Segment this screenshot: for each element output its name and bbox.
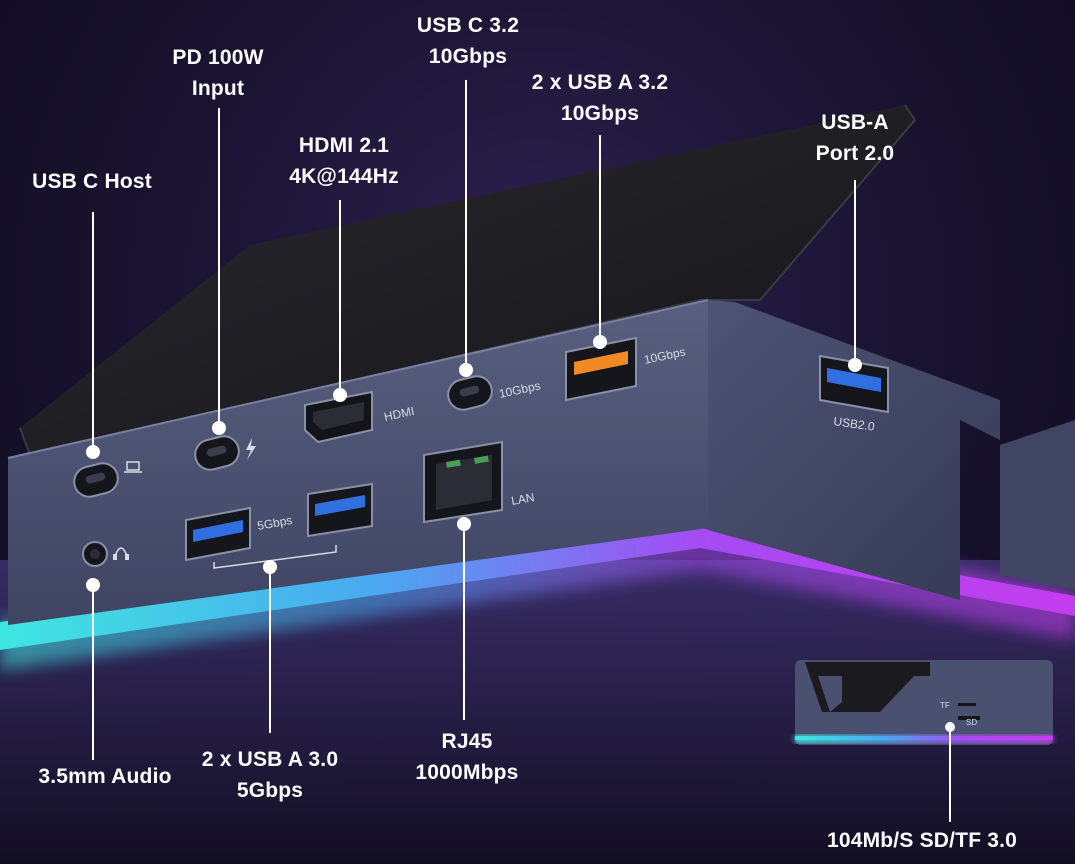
callout-usb-c-host: USB C Host [32, 166, 152, 197]
callout-sd-tf: 104Mb/S SD/TF 3.0 [827, 825, 1017, 856]
led-glow-strip [0, 528, 1075, 650]
laptop-icon [124, 461, 142, 473]
tf-slot-label: TF [940, 701, 950, 710]
callout-usb-c-host-line1: USB C Host [32, 170, 152, 193]
callout-lines [92, 80, 951, 822]
callout-usb-a-20: USB-A Port 2.0 [816, 107, 895, 169]
callout-usb-a-32-line1: 2 x USB A 3.2 [531, 71, 669, 94]
dock-extension [1000, 420, 1075, 590]
callout-pd-input-line2: Input [191, 77, 245, 100]
lan-port-label: LAN [510, 490, 535, 508]
callout-usb-a-32-line2: 10Gbps [560, 102, 640, 125]
callout-usb-c-32-line1: USB C 3.2 [416, 14, 520, 37]
callout-usb-a-30-line1: 2 x USB A 3.0 [201, 748, 339, 771]
callout-audio: 3.5mm Audio [38, 761, 171, 792]
dock-side-panel [708, 300, 1000, 600]
callout-usb-c-32: USB C 3.2 10Gbps [417, 10, 519, 72]
callout-pd-input: PD 100W Input [172, 42, 263, 104]
callout-sd-tf-line1: 104Mb/S SD/TF 3.0 [826, 829, 1018, 852]
usb-c-32-port[interactable] [445, 373, 495, 413]
callout-rj45-line2: 1000Mbps [415, 761, 519, 784]
dock-lid-edge [19, 104, 917, 457]
usb-a-32-port[interactable] [565, 336, 637, 402]
dock-front-edge [7, 299, 709, 459]
callout-hdmi-line2: 4K@144Hz [289, 165, 399, 188]
inset-thumbnail: TF SD [795, 660, 1053, 745]
sd-slot-label: SD [966, 718, 977, 727]
callout-hdmi-line1: HDMI 2.1 [298, 134, 390, 157]
usb-c-host-port[interactable] [71, 460, 121, 500]
callout-usb-a-30: 2 x USB A 3.0 5Gbps [202, 744, 338, 806]
sd-slot[interactable] [958, 716, 980, 720]
callout-usb-a-30-line2: 5Gbps [236, 779, 304, 802]
usb30-bracket [213, 545, 337, 569]
dock-lid [20, 105, 915, 455]
tf-slot[interactable] [958, 703, 976, 706]
lightning-icon [246, 438, 256, 460]
callout-rj45: RJ45 1000Mbps [415, 726, 518, 788]
callout-usb-c-32-line2: 10Gbps [428, 45, 508, 68]
callout-audio-line1: 3.5mm Audio [38, 765, 172, 788]
hdmi-port-label: HDMI [383, 404, 416, 424]
pd-input-port[interactable] [192, 433, 242, 473]
callout-usb-a-20-line1: USB-A [821, 111, 889, 134]
audio-jack[interactable] [82, 541, 108, 567]
headphone-icon [113, 547, 129, 560]
usb2-port-label: USB2.0 [833, 414, 876, 434]
rj45-port[interactable] [423, 440, 503, 524]
callout-usb-a-20-line2: Port 2.0 [815, 142, 895, 165]
callout-dots [86, 335, 955, 732]
callout-rj45-line1: RJ45 [441, 730, 493, 753]
dock-front-face [8, 300, 708, 625]
usb-a-30-port-2[interactable] [307, 482, 373, 538]
callout-usb-a-32: 2 x USB A 3.2 10Gbps [532, 67, 668, 129]
usb-a-30-speed-label: 5Gbps [256, 513, 293, 533]
callout-hdmi: HDMI 2.1 4K@144Hz [289, 130, 399, 192]
hdmi-port[interactable] [304, 390, 373, 444]
usb-a-30-port-1[interactable] [185, 506, 251, 562]
usb-a-20-port[interactable] [819, 354, 889, 414]
callout-pd-input-line1: PD 100W [172, 46, 264, 69]
